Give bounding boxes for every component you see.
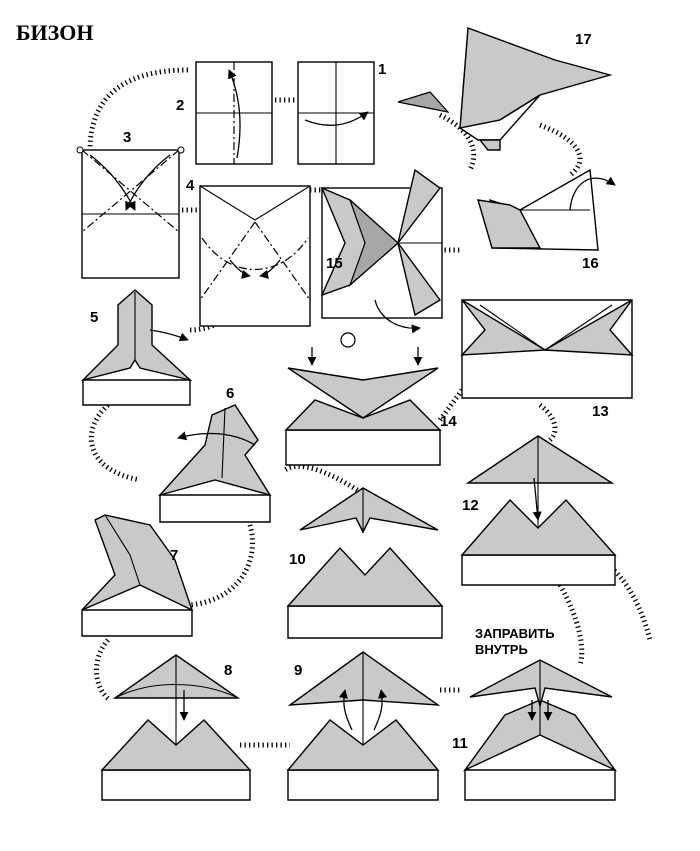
step-2-diagram: 2 [176, 61, 273, 165]
step-13-number: 13 [592, 403, 609, 420]
step-8-diagram: 8 [100, 654, 252, 801]
step-16-diagram: 16 [477, 168, 616, 272]
step-3-number: 3 [123, 129, 131, 146]
step-15-diagram: 15 [320, 168, 443, 334]
step-8-number: 8 [224, 662, 232, 679]
step-15-number: 15 [326, 255, 343, 272]
step-9-diagram: 9 [286, 651, 441, 801]
step-14-number: 14 [440, 413, 457, 430]
step-1-number: 1 [378, 61, 386, 78]
step-3-diagram: 3 [76, 129, 185, 279]
step-16-number: 16 [582, 255, 599, 272]
step-4-number: 4 [186, 177, 195, 194]
step-10-diagram: 10 [286, 487, 444, 639]
step-5-diagram: 5 [80, 289, 193, 406]
step-2-number: 2 [176, 97, 184, 114]
tuck-inside-note-line2: ВНУТРЬ [475, 642, 528, 657]
step-14-diagram: 14 [284, 332, 457, 466]
step-7-number: 7 [170, 547, 178, 564]
step-9-number: 9 [294, 662, 302, 679]
step-4-diagram: 4 [186, 177, 311, 327]
step-12-diagram: 12 [460, 435, 617, 586]
step-7-diagram: 7 [81, 514, 194, 637]
step-6-number: 6 [226, 385, 234, 402]
step-6-diagram: 6 [157, 385, 272, 523]
step-11-diagram: ЗАПРАВИТЬ ВНУТРЬ 11 [452, 626, 618, 801]
step-1-diagram: 1 [297, 61, 386, 165]
tuck-inside-note-line1: ЗАПРАВИТЬ [475, 626, 555, 641]
step-5-number: 5 [90, 309, 98, 326]
page-title: БИЗОН [16, 20, 94, 45]
step-12-number: 12 [462, 497, 479, 514]
step-17-diagram: 17 [397, 27, 613, 151]
step-10-number: 10 [289, 551, 306, 568]
step-11-number: 11 [452, 735, 468, 752]
step-13-diagram: 13 [460, 299, 634, 420]
step-17-number: 17 [575, 31, 592, 48]
